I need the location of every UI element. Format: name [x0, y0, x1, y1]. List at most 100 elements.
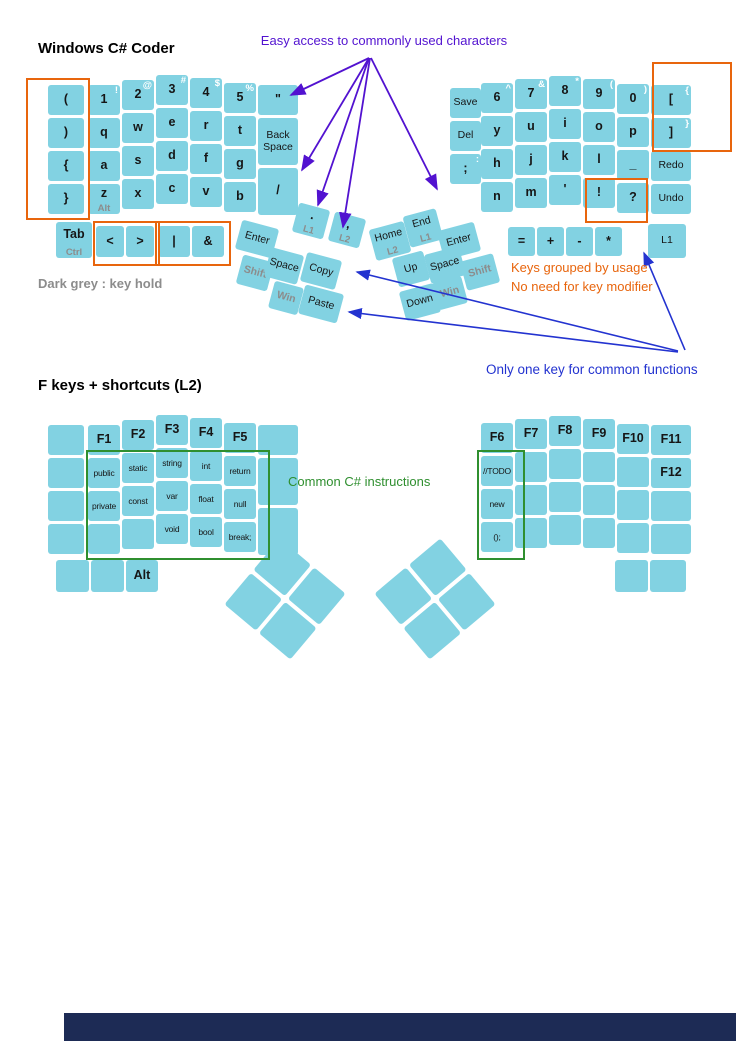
key-f12: F12 — [651, 458, 691, 488]
highlight-csharp-keywords-left — [86, 450, 270, 560]
highlight-angle-bracket-keys — [93, 221, 160, 266]
key-0: 0) — [617, 84, 649, 114]
key-blank — [515, 452, 547, 482]
key-bool: bool — [190, 517, 222, 547]
section2-title: F keys + shortcuts (L2) — [38, 377, 202, 394]
key-x: x — [122, 179, 154, 209]
key-blank — [651, 524, 691, 554]
key-f7: F7 — [515, 419, 547, 449]
key-todo-comment: //TODO — [481, 456, 513, 486]
key-l: l — [583, 145, 615, 175]
key-p: p — [617, 117, 649, 147]
key-d: d — [156, 141, 188, 171]
key-f5: F5 — [224, 423, 256, 453]
key-k: k — [549, 142, 581, 172]
key-s: s — [122, 146, 154, 176]
key-blank — [617, 523, 649, 553]
key-blank — [258, 458, 298, 505]
key-blank — [583, 485, 615, 515]
key-blank — [549, 515, 581, 545]
key-6: 6^ — [481, 83, 513, 113]
key-q: q — [88, 118, 120, 148]
highlight-exclamation-question-keys — [585, 178, 648, 223]
key-f4: F4 — [190, 418, 222, 448]
key-minus: - — [566, 227, 593, 256]
key-blank — [617, 490, 649, 520]
key-static: static — [122, 453, 154, 483]
annotation-csharp: Common C# instructions — [288, 474, 431, 489]
key-u: u — [515, 112, 547, 142]
key-greater-than: > — [126, 226, 154, 257]
key-ampersand: & — [192, 226, 224, 257]
key-f9: F9 — [583, 419, 615, 449]
key-plus: + — [537, 227, 564, 256]
key-g: g — [224, 149, 256, 179]
key-blank — [583, 518, 615, 548]
legend-key-hold: Dark grey : key hold — [38, 276, 163, 291]
key-del: Del — [450, 121, 481, 151]
key-9: 9( — [583, 79, 615, 109]
key-less-than: < — [96, 226, 124, 257]
key-undo: Undo — [651, 184, 691, 214]
key-exclamation: ! — [583, 178, 615, 208]
key-semicolon: ;: — [450, 154, 481, 184]
key-l1: L1 — [648, 224, 686, 258]
key-paste: Paste — [297, 284, 345, 324]
key-blank — [651, 491, 691, 521]
key-public: public — [88, 458, 120, 488]
key-open-paren: ( — [48, 85, 84, 115]
key-blank — [549, 482, 581, 512]
key-open-bracket: [{ — [651, 85, 691, 115]
key-f6: F6 — [481, 423, 513, 453]
key-blank — [48, 425, 84, 455]
key-o: o — [583, 112, 615, 142]
annotation-grouped-usage: Keys grouped by usage — [511, 260, 648, 275]
key-question: ? — [617, 183, 649, 213]
key-1: 1! — [88, 85, 120, 115]
key-j: j — [515, 145, 547, 175]
key-save: Save — [450, 88, 481, 118]
key-blank — [122, 519, 154, 549]
key-2: 2@ — [122, 80, 154, 110]
key-blank — [549, 449, 581, 479]
key-n: n — [481, 182, 513, 212]
key-win: Win — [431, 275, 469, 311]
key-5: 5% — [224, 83, 256, 113]
easy-access-arrows — [289, 57, 438, 229]
key-return: return — [224, 456, 256, 486]
highlight-paren-brace-column — [26, 78, 90, 220]
key-i: i — [549, 109, 581, 139]
key-void: void — [156, 514, 188, 544]
key-string: string — [156, 448, 188, 478]
key-3: 3# — [156, 75, 188, 105]
key-break-semicolon: break; — [224, 522, 256, 552]
key-const: const — [122, 486, 154, 516]
key-blank — [615, 560, 648, 592]
key-w: w — [122, 113, 154, 143]
key-pipe: | — [158, 226, 190, 257]
key-period: .L1 — [291, 202, 331, 240]
key-apostrophe: ' — [549, 175, 581, 205]
key-backspace: Back Space — [258, 118, 298, 165]
key-y: y — [481, 116, 513, 146]
key-blank — [515, 485, 547, 515]
key-int: int — [190, 451, 222, 481]
key-e: e — [156, 108, 188, 138]
section1-title: Windows C# Coder — [38, 40, 175, 57]
key-blank — [56, 560, 89, 592]
highlight-csharp-keywords-right — [477, 450, 525, 560]
highlight-pipe-ampersand-keys — [155, 221, 231, 266]
key-new: new — [481, 489, 513, 519]
annotation-one-key: Only one key for common functions — [486, 362, 698, 377]
key-close-brace: } — [48, 184, 84, 214]
key-f10: F10 — [617, 424, 649, 454]
key-h: h — [481, 149, 513, 179]
key-blank — [515, 518, 547, 548]
key-blank — [48, 491, 84, 521]
key-blank — [583, 452, 615, 482]
footer-bar — [64, 1013, 736, 1041]
